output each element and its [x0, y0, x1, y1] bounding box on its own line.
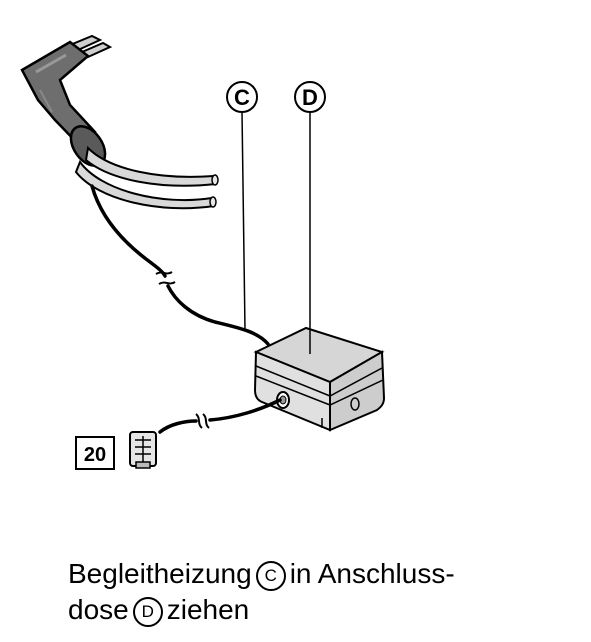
caption-text-2: in Anschluss-: [289, 558, 455, 589]
connection-cable: [158, 398, 282, 434]
figure-reference-box: 20: [75, 436, 115, 470]
junction-box: [253, 326, 386, 432]
leader-line-c: [241, 111, 246, 331]
callout-c-label: C: [234, 85, 250, 110]
callout-c: C: [226, 81, 258, 113]
caption-text-1: Begleitheizung: [68, 558, 252, 589]
caption-marker-c: C: [255, 561, 286, 591]
insulated-pipe: [20, 34, 219, 210]
plug-connector: [129, 431, 157, 469]
callout-d-label: D: [302, 85, 318, 110]
figure-reference-label: 20: [84, 444, 106, 466]
caption-marker-d: D: [132, 597, 163, 627]
callout-d: D: [294, 81, 326, 113]
heating-cable: [90, 184, 270, 346]
caption-text-4: ziehen: [166, 594, 250, 625]
caption-text-3: dose: [68, 594, 129, 625]
